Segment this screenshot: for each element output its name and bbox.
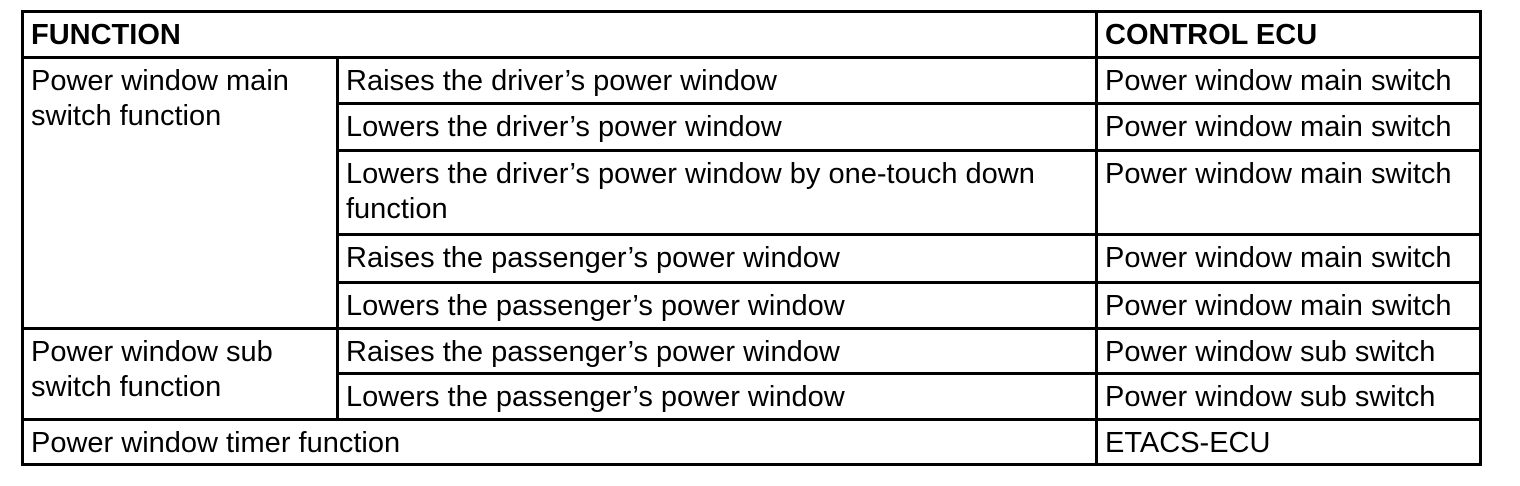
function-ecu-table: FUNCTION CONTROL ECU Power window main s… (20, 10, 1483, 466)
ecu-cell: Power window sub switch (1095, 372, 1483, 421)
table-header-row: FUNCTION CONTROL ECU (20, 10, 1483, 59)
ecu-cell-etacs: ETACS-ECU (1095, 418, 1483, 466)
table-row: Power window timer function ETACS-ECU (20, 418, 1483, 466)
table-row: Lowers the driver’s power window Power w… (23, 102, 1483, 152)
function-cell-timer: Power window timer function (20, 418, 1099, 466)
column-header-control-ecu: CONTROL ECU (1095, 10, 1483, 59)
group-cell-main-switch-function: Power window main switch function (21, 56, 339, 330)
table-row: Raises the passenger’s power window Powe… (23, 233, 1483, 284)
function-cell: Lowers the passenger’s power window (335, 281, 1099, 330)
ecu-cell: Power window main switch (1095, 102, 1483, 152)
table-row: Lowers the passenger’s power window Powe… (23, 372, 1483, 421)
ecu-cell: Power window sub switch (1095, 327, 1483, 375)
table-row: Power window main switch function Raises… (21, 56, 1483, 330)
function-cell: Raises the passenger’s power window (335, 233, 1099, 284)
table-row: Power window sub switch function Raises … (21, 327, 1483, 421)
ecu-cell: Power window main switch (1095, 149, 1483, 236)
function-cell: Lowers the driver’s power window (335, 102, 1099, 152)
table-row: Lowers the driver’s power window by one-… (23, 149, 1483, 236)
function-ecu-table-container: FUNCTION CONTROL ECU Power window main s… (20, 10, 1483, 466)
group-cell-sub-switch-function: Power window sub switch function (21, 327, 339, 421)
function-cell: Lowers the driver’s power window by one-… (335, 149, 1099, 236)
table-row: Lowers the passenger’s power window Powe… (23, 281, 1483, 330)
ecu-cell: Power window main switch (1095, 56, 1483, 105)
column-header-function: FUNCTION (20, 10, 1099, 59)
ecu-cell: Power window main switch (1095, 281, 1483, 330)
ecu-cell: Power window main switch (1095, 233, 1483, 284)
function-cell: Raises the driver’s power window (335, 56, 1099, 105)
function-cell: Lowers the passenger’s power window (335, 372, 1099, 421)
function-cell: Raises the passenger’s power window (335, 327, 1099, 375)
